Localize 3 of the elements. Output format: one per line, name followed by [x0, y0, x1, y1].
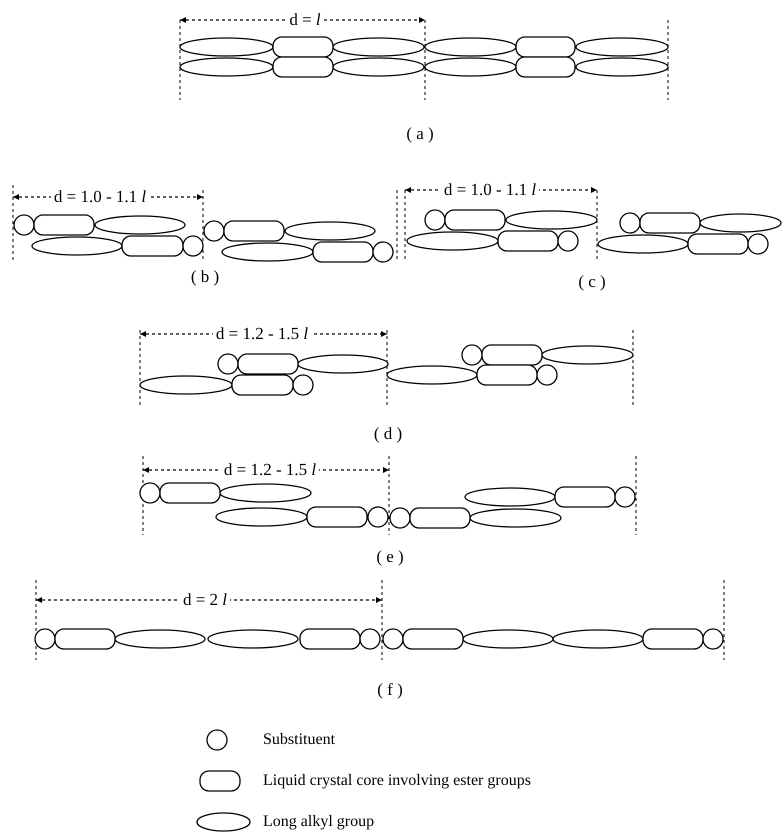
- legend-text: Long alkyl group: [263, 813, 374, 831]
- legend-text: Liquid crystal core involving ester groups: [263, 772, 531, 790]
- legend-text: Substituent: [263, 731, 336, 749]
